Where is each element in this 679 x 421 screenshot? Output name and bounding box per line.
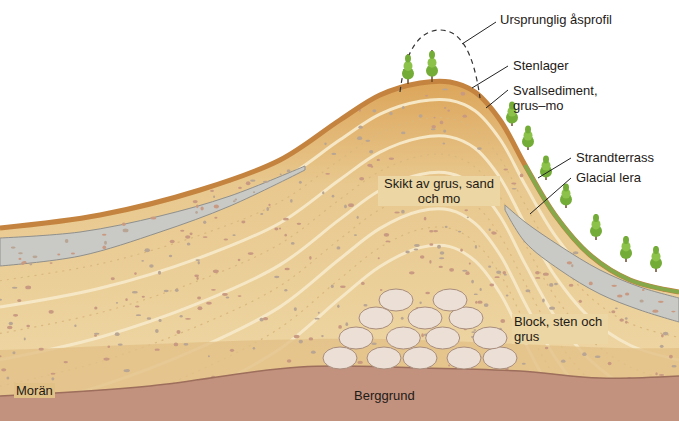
part-label: Skikt av grus, sand och mo bbox=[378, 176, 500, 206]
part-label: Svallsediment, grus–mo bbox=[513, 83, 618, 113]
part-label: Ursprunglig åsprofil bbox=[500, 12, 612, 27]
part-label: Strandterrass bbox=[576, 150, 654, 165]
part-label: Block, sten och grus bbox=[512, 314, 608, 344]
part-label: Berggrund bbox=[352, 388, 417, 403]
part-label: Morän bbox=[14, 383, 55, 398]
part-label: Stenlager bbox=[513, 58, 569, 73]
part-label: Glacial lera bbox=[576, 170, 641, 185]
